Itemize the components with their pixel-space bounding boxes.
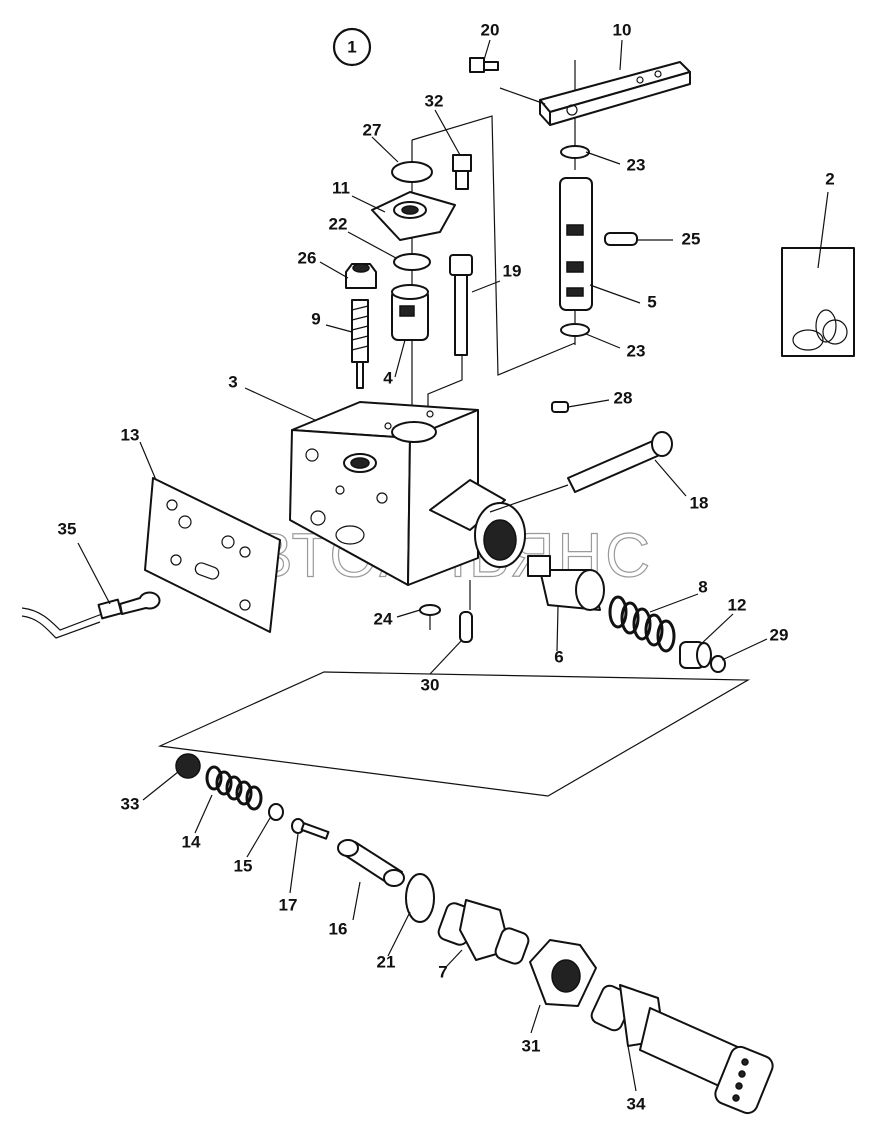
callout-11: 11: [332, 178, 350, 197]
callout-25: 25: [682, 229, 701, 248]
callout-15: 15: [234, 856, 253, 875]
callout-labels: 2 3 4 5 6 7 8 9 10 11 12 13 14 15 16 17 …: [58, 20, 835, 1113]
callout-17: 17: [279, 895, 298, 914]
part-13-gasket-plate: [144, 477, 281, 633]
part-9-threaded-stem: [351, 299, 369, 389]
callout-29: 29: [770, 625, 789, 644]
part-26-nut: [345, 263, 377, 289]
part-22-o-ring: [393, 253, 431, 271]
part-33-plug: [175, 753, 201, 779]
part-2-seal-kit-bag: [781, 247, 855, 357]
part-5-spool: [559, 177, 593, 311]
group-number-badge: 1: [332, 27, 372, 67]
part-23-o-ring-lower: [560, 323, 590, 337]
callout-27: 27: [363, 120, 382, 139]
callout-20: 20: [481, 20, 500, 39]
callout-2: 2: [825, 169, 834, 188]
callout-35: 35: [58, 519, 77, 538]
part-23-o-ring-upper: [560, 145, 590, 159]
callout-30: 30: [421, 675, 440, 694]
part-6-plunger: [527, 555, 605, 611]
callout-26: 26: [298, 248, 317, 267]
callout-13: 13: [121, 425, 140, 444]
leader-lines: [77, 39, 829, 1092]
callout-31: 31: [522, 1036, 541, 1055]
part-20-screw: [469, 57, 499, 73]
part-19-long-bolt: [449, 254, 473, 356]
callout-4: 4: [383, 368, 393, 387]
callout-24: 24: [374, 609, 393, 628]
callout-3: 3: [228, 372, 237, 391]
callout-22: 22: [329, 214, 348, 233]
part-12-cap: [679, 641, 712, 669]
callout-19: 19: [503, 261, 522, 280]
part-3-valve-body: [289, 401, 526, 586]
callout-33: 33: [121, 794, 140, 813]
callout-18: 18: [690, 493, 709, 512]
part-24-o-ring: [419, 604, 441, 616]
part-25-pin: [604, 232, 638, 246]
callout-14: 14: [182, 832, 201, 851]
callout-8: 8: [698, 577, 707, 596]
part-35-wire-lead: [21, 591, 161, 639]
callout-21: 21: [377, 952, 396, 971]
callout-28: 28: [614, 388, 633, 407]
group-number: 1: [347, 37, 356, 56]
part-29-ring: [710, 655, 726, 673]
part-16-sleeve: [337, 839, 405, 887]
part-10-lever: [539, 61, 691, 126]
part-8-spring: [608, 595, 676, 653]
part-32-cap-screw: [452, 154, 472, 190]
callout-12: 12: [728, 595, 747, 614]
part-18-bolt: [567, 431, 673, 493]
part-14-spring: [205, 765, 263, 811]
part-30-dowel-pin: [459, 611, 473, 643]
part-17-poppet: [291, 818, 330, 840]
callout-9: 9: [311, 309, 320, 328]
part-31-hex-nut: [529, 939, 597, 1007]
part-21-o-ring: [405, 873, 435, 923]
part-11-flange: [371, 191, 456, 241]
callout-34: 34: [627, 1094, 646, 1113]
part-15-washer: [268, 803, 284, 821]
callout-23-upper: 23: [627, 155, 646, 174]
callout-10: 10: [613, 20, 632, 39]
part-7-fitting: [437, 899, 530, 965]
callout-23-lower: 23: [627, 341, 646, 360]
callout-32: 32: [425, 91, 444, 110]
part-27-seal-ring: [391, 161, 433, 183]
part-34-sensor: [590, 984, 774, 1115]
callout-7: 7: [438, 962, 447, 981]
callout-16: 16: [329, 919, 348, 938]
callout-6: 6: [554, 647, 563, 666]
part-4-coupling: [391, 284, 429, 341]
callout-5: 5: [647, 292, 656, 311]
part-28-plug: [551, 401, 569, 413]
